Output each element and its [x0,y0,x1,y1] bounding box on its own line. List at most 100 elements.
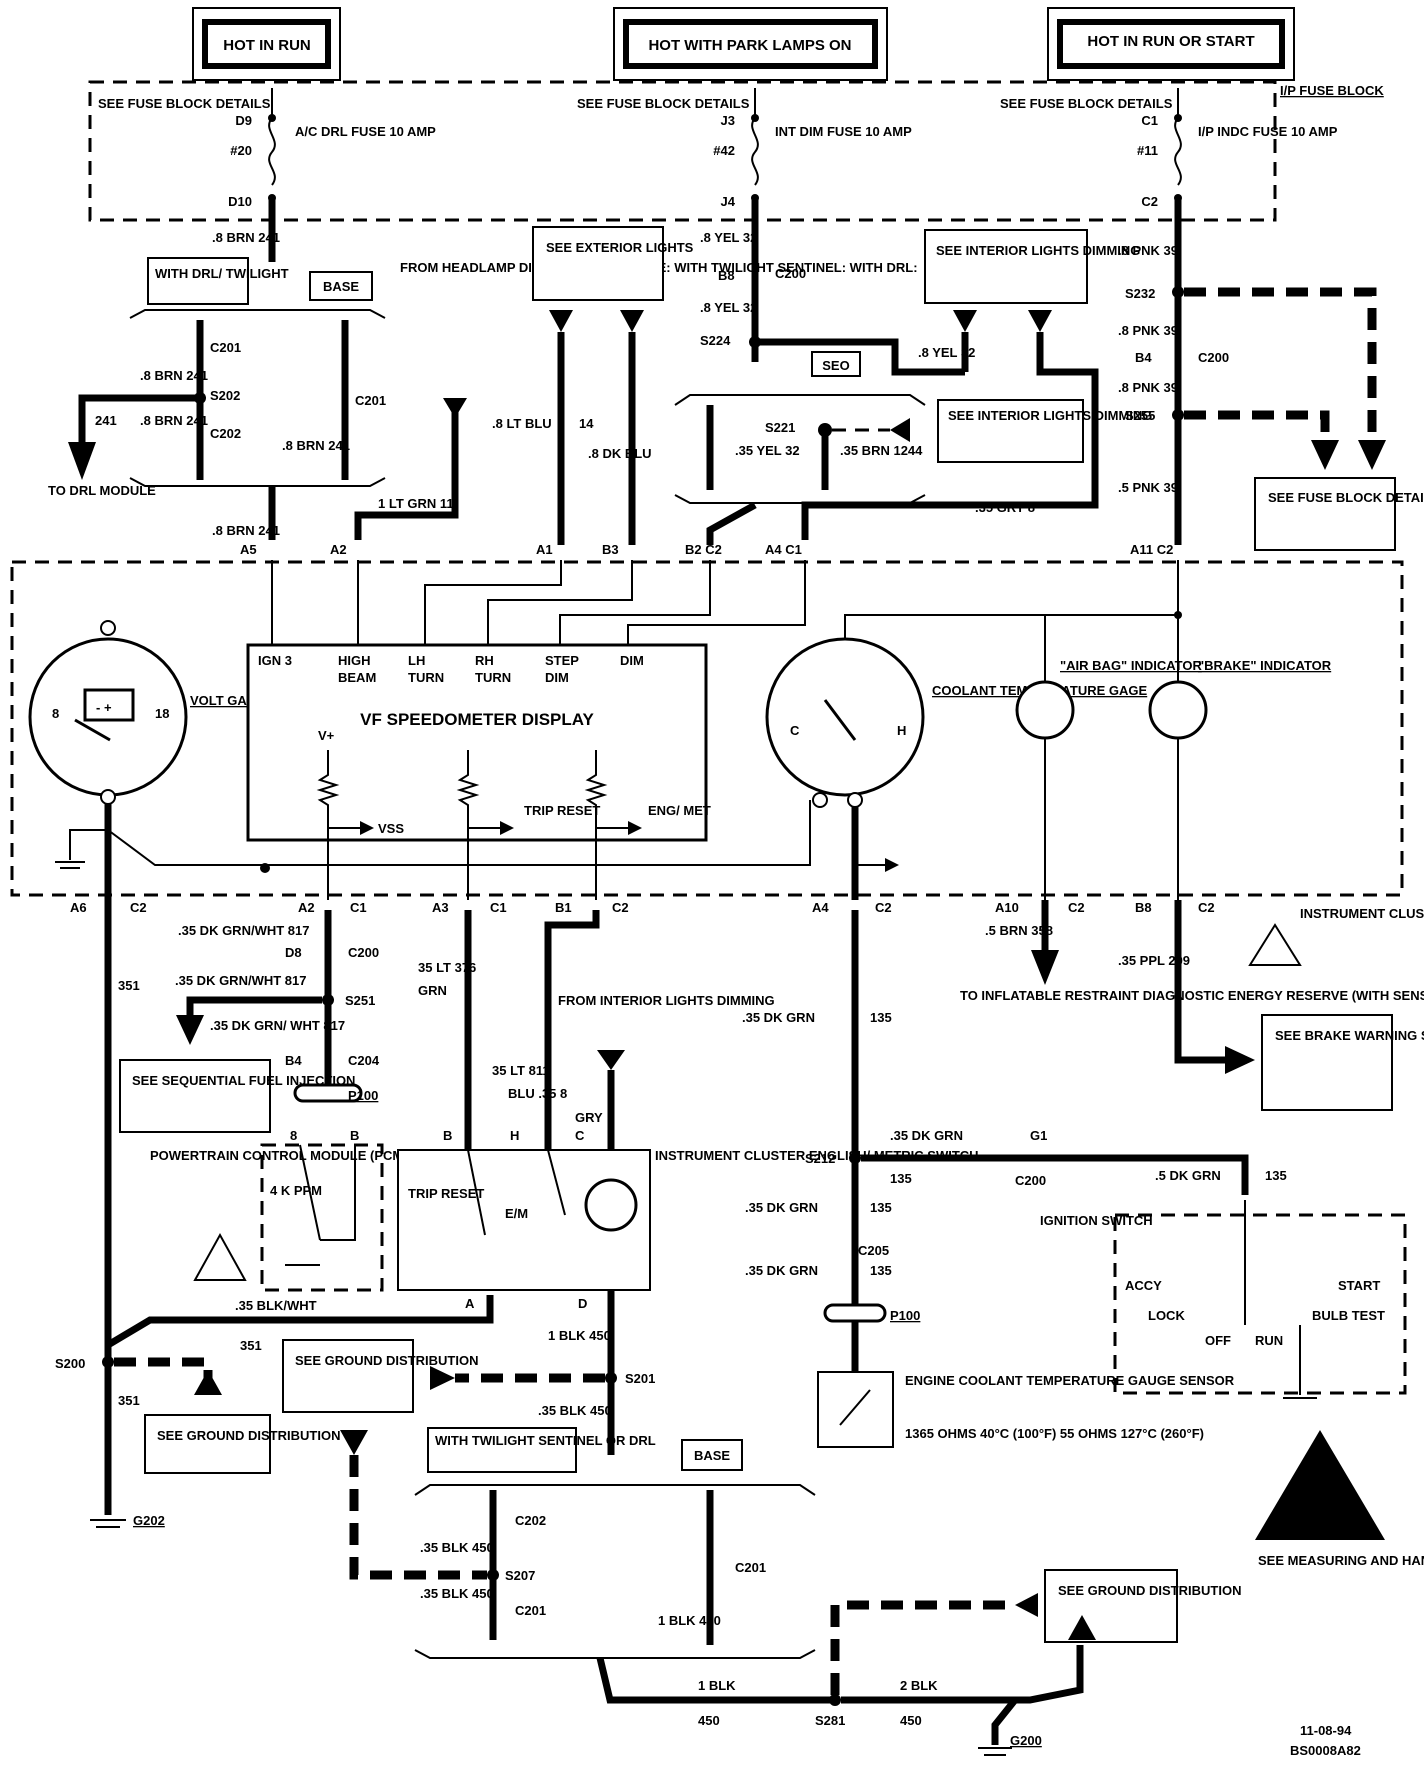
svg-text:C204: C204 [348,1053,380,1068]
svg-text:1 BLK 450: 1 BLK 450 [548,1328,611,1343]
svg-text:SEE INTERIOR LIGHTS DIMMING: SEE INTERIOR LIGHTS DIMMING [936,243,1140,258]
svg-text:SEE EXTERIOR LIGHTS: SEE EXTERIOR LIGHTS [546,240,694,255]
svg-text:C1: C1 [490,900,507,915]
svg-text:135: 135 [1265,1168,1287,1183]
svg-text:BS0008A82: BS0008A82 [1290,1743,1361,1758]
svg-text:.8 PNK 39: .8 PNK 39 [1118,380,1178,395]
svg-text:S202: S202 [210,388,240,403]
svg-text:G1: G1 [1030,1128,1047,1143]
arrow-to-drl [68,442,96,480]
svg-text:TRIP RESET: TRIP RESET [524,803,600,818]
svg-text:135: 135 [870,1010,892,1025]
svg-text:.35 DK GRN/WHT 817: .35 DK GRN/WHT 817 [175,973,306,988]
svg-text:#42: #42 [713,143,735,158]
svg-text:ENG/ MET: ENG/ MET [648,803,711,818]
speedo-display [246,643,708,842]
svg-text:S212: S212 [805,1151,835,1166]
svg-text:C201: C201 [735,1560,766,1575]
svg-text:TURN: TURN [475,670,511,685]
svg-text:OFF: OFF [1205,1333,1231,1348]
svg-text:C1: C1 [350,900,367,915]
svg-text:C201: C201 [355,393,386,408]
svg-text:.8 YEL 32: .8 YEL 32 [700,230,757,245]
svg-text:D9: D9 [235,113,252,128]
svg-text:G202: G202 [133,1513,165,1528]
fuse-20: SEE FUSE BLOCK DETAILS D9 #20 D10 A/C DR… [98,88,436,262]
svg-text:.35 DK GRN: .35 DK GRN [742,1010,815,1025]
svg-text:B2 C2: B2 C2 [685,542,722,557]
svg-text:HOT IN RUN OR START: HOT IN RUN OR START [1087,33,1254,50]
svg-text:BASE: BASE [694,1448,730,1463]
svg-text:START: START [1338,1278,1380,1293]
svg-text:11-08-94: 11-08-94 [1300,1723,1352,1738]
svg-text:.8 YEL 32: .8 YEL 32 [918,345,975,360]
svg-text:8: 8 [290,1128,297,1143]
svg-text:C205: C205 [858,1243,889,1258]
svg-text:351: 351 [240,1338,262,1353]
svg-text:S281: S281 [815,1713,845,1728]
svg-text:H: H [897,723,906,738]
svg-text:2 BLK: 2 BLK [900,1678,938,1693]
svg-text:BEAM: BEAM [338,670,376,685]
brake-indicator: "BRAKE" INDICATOR [1148,658,1332,740]
svg-text:SEE GROUND DISTRIBUTION: SEE GROUND DISTRIBUTION [1058,1583,1241,1598]
instrument-cluster-outline [10,560,1404,897]
svg-text:S200: S200 [55,1356,85,1371]
svg-text:D: D [578,1296,587,1311]
see-interior-box [924,229,1088,304]
svg-text:.8 PNK 39: .8 PNK 39 [1118,243,1178,258]
svg-text:.35 BRN 1244: .35 BRN 1244 [840,443,923,458]
svg-text:DIM: DIM [545,670,569,685]
svg-text:.5 BRN 358: .5 BRN 358 [985,923,1053,938]
svg-text:35 LT 376: 35 LT 376 [418,960,476,975]
pcm-box [260,1143,384,1292]
svg-text:S207: S207 [505,1568,535,1583]
base-box [309,271,373,301]
svg-text:A: A [465,1296,475,1311]
svg-text:FROM INTERIOR LIGHTS DIMMING: FROM INTERIOR LIGHTS DIMMING [558,993,775,1008]
svg-text:"AIR BAG" INDICATOR: "AIR BAG" INDICATOR [1060,658,1202,673]
svg-text:A11 C2: A11 C2 [1130,542,1173,557]
svg-text:SEE BRAKE WARNING SYSTEM: SEE BRAKE WARNING SYSTEM [1275,1028,1424,1043]
svg-text:SEE MEASURING AND HANDLING PRO: SEE MEASURING AND HANDLING PROCEDURES [1258,1553,1424,1568]
volt-gage: - + 8 18 VOLT GAGE [28,620,266,805]
svg-text:WITH TWILIGHT SENTINEL OR DRL: WITH TWILIGHT SENTINEL OR DRL [435,1433,656,1448]
svg-text:A5: A5 [240,542,257,557]
svg-text:C2: C2 [1141,194,1158,209]
svg-text:135: 135 [870,1200,892,1215]
svg-text:RH: RH [475,653,494,668]
svg-text:HIGH: HIGH [338,653,371,668]
svg-text:C1: C1 [1141,113,1158,128]
svg-text:C201: C201 [515,1603,546,1618]
svg-text:.35 YEL 32: .35 YEL 32 [735,443,800,458]
svg-text:351: 351 [118,1393,140,1408]
svg-text:C202: C202 [210,426,241,441]
c201-label: C201 [210,340,241,355]
svg-text:BASE: BASE [323,279,359,294]
svg-text:A2: A2 [330,542,347,557]
svg-text:SEE FUSE BLOCK DETAILS: SEE FUSE BLOCK DETAILS [577,96,750,111]
svg-text:D10: D10 [228,194,252,209]
svg-text:A1: A1 [536,542,553,557]
svg-text:WITH DRL/ TWILIGHT: WITH DRL/ TWILIGHT [155,266,289,281]
svg-text:#20: #20 [230,143,252,158]
svg-text:A4: A4 [812,900,829,915]
svg-text:TO DRL MODULE: TO DRL MODULE [48,483,156,498]
svg-text:B3: B3 [602,542,619,557]
header-hot-park-lamps: HOT WITH PARK LAMPS ON [613,7,888,81]
svg-text:SEE FUSE BLOCK DETAILS: SEE FUSE BLOCK DETAILS [1000,96,1173,111]
svg-text:C: C [790,723,800,738]
svg-text:SEE INTERIOR LIGHTS DIMMING: SEE INTERIOR LIGHTS DIMMING [948,408,1152,423]
svg-text:B8: B8 [718,268,735,283]
svg-text:S232: S232 [1125,286,1155,301]
ect-sensor [817,1371,894,1448]
svg-text:.8 BRN 241: .8 BRN 241 [140,368,208,383]
svg-text:#11: #11 [1137,143,1158,158]
svg-text:.8 BRN 241: .8 BRN 241 [212,523,280,538]
svg-text:TRIP RESET: TRIP RESET [408,1186,484,1201]
svg-text:B4: B4 [1135,350,1152,365]
svg-text:18: 18 [155,706,169,721]
svg-text:"BRAKE" INDICATOR: "BRAKE" INDICATOR [1198,658,1332,673]
svg-text:B: B [443,1128,452,1143]
svg-text:.8 BRN 241: .8 BRN 241 [282,438,350,453]
